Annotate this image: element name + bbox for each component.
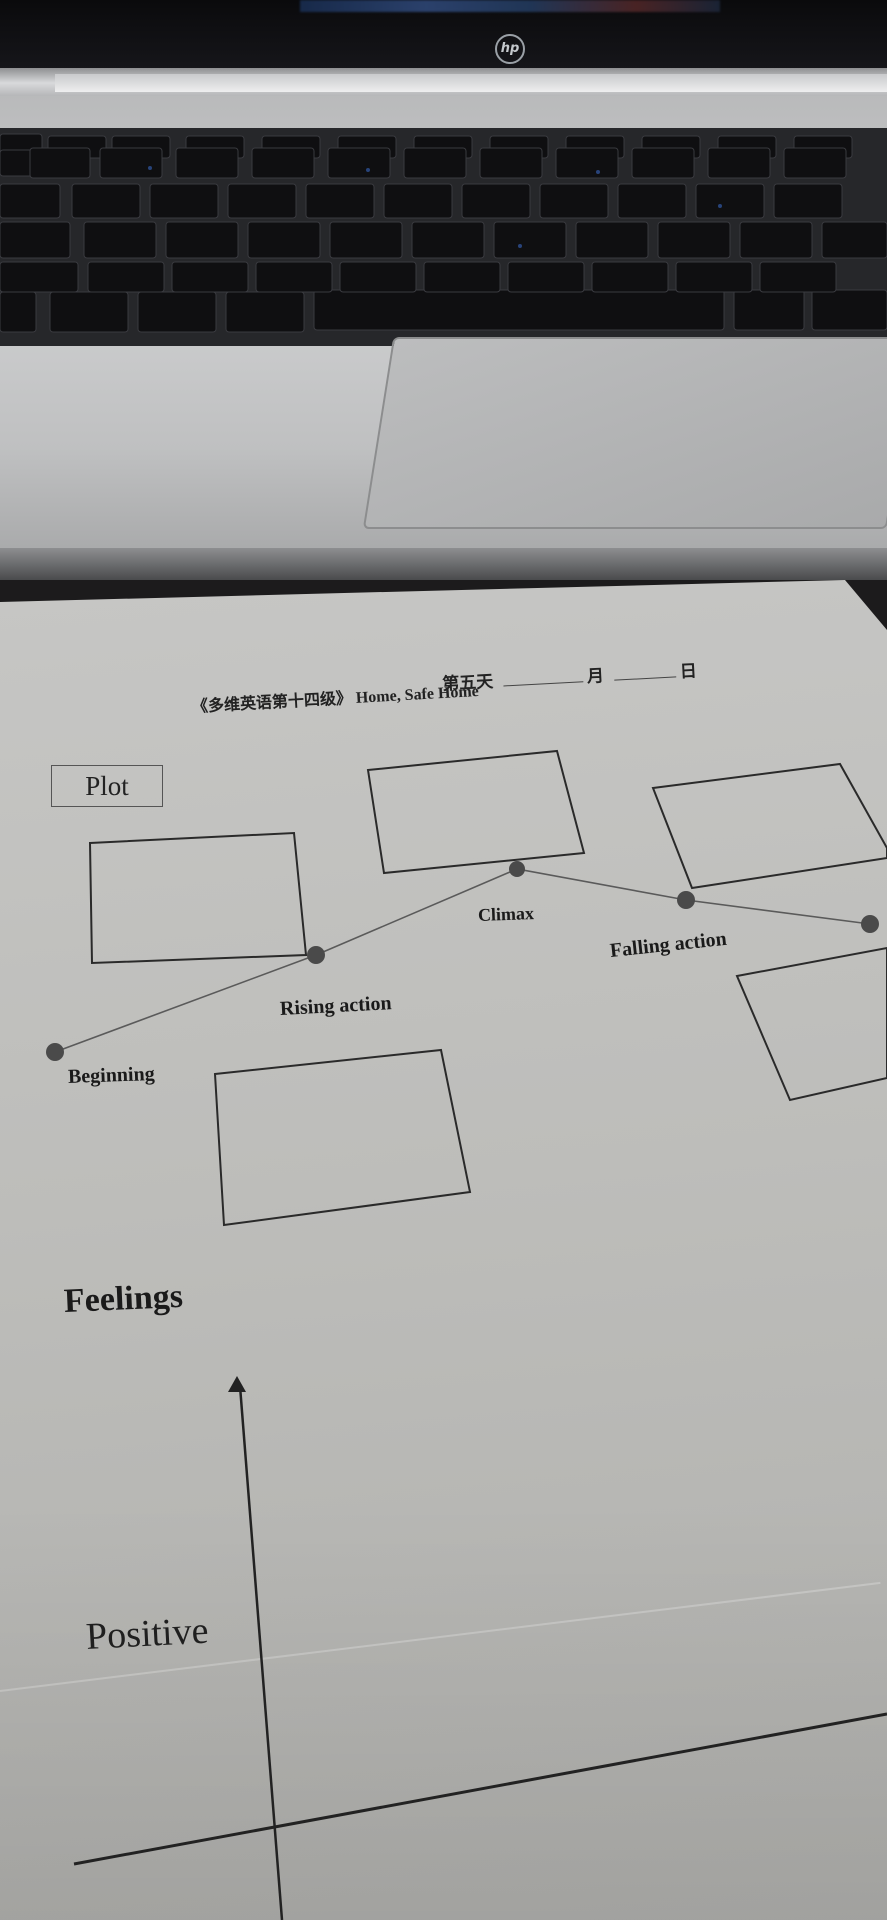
keyboard-key	[383, 183, 453, 219]
falling-action-box	[651, 762, 887, 890]
keyboard-key	[821, 221, 887, 259]
keyboard-key	[71, 183, 141, 219]
worksheet-paper	[0, 580, 887, 1920]
plot-heading: Plot	[51, 765, 163, 807]
keyboard-key	[83, 221, 157, 259]
keyboard-key	[255, 261, 333, 293]
backlight-glint	[718, 204, 722, 208]
laptop-front-edge	[0, 548, 887, 580]
climax-box	[366, 749, 586, 875]
keyboard-key	[247, 221, 321, 259]
keyboard-key	[0, 261, 79, 293]
keyboard-key	[493, 221, 567, 259]
keyboard-key	[175, 147, 239, 179]
keyboard-key	[479, 147, 543, 179]
feelings-y-axis	[238, 1385, 284, 1920]
plot-point-climax	[509, 861, 525, 877]
keyboard-key	[631, 147, 695, 179]
keyboard-key	[329, 221, 403, 259]
keyboard-key	[165, 221, 239, 259]
stage-label-climax: Climax	[477, 903, 535, 925]
keyboard-key	[411, 221, 485, 259]
screen-taskbar-glow	[300, 0, 720, 12]
keyboard-key	[461, 183, 531, 219]
backlight-glint	[366, 168, 370, 172]
feelings-heading: Feelings	[63, 1277, 184, 1320]
rising-action-box	[88, 831, 308, 965]
keyboard-key	[149, 183, 219, 219]
backlight-glint	[596, 170, 600, 174]
keyboard-key	[783, 147, 847, 179]
backlight-glint	[518, 244, 522, 248]
keyboard-key	[675, 261, 753, 293]
keyboard-key	[327, 147, 391, 179]
y-axis-arrow-icon	[228, 1376, 246, 1392]
backlight-glint	[148, 166, 152, 170]
plot-point-rising-action	[307, 946, 325, 964]
plot-point-falling-action	[677, 891, 695, 909]
keyboard-key	[251, 147, 315, 179]
keyboard-key	[227, 183, 297, 219]
keyboard-key	[539, 183, 609, 219]
keyboard-key	[575, 221, 649, 259]
keyboard-key	[423, 261, 501, 293]
keyboard-key	[695, 183, 765, 219]
keyboard-key	[171, 261, 249, 293]
keyboard-key	[0, 221, 71, 259]
keyboard-key	[87, 261, 165, 293]
keyboard-key	[339, 261, 417, 293]
stage-label-beginning: Beginning	[67, 1062, 156, 1088]
feelings-x-axis	[73, 1712, 887, 1866]
keyboard-key	[99, 147, 163, 179]
keyboard-key	[305, 183, 375, 219]
resolution-box	[735, 946, 887, 1102]
laptop-hinge-cover	[55, 74, 887, 92]
keyboard-key	[739, 221, 813, 259]
keyboard-key	[811, 289, 887, 331]
keyboard-key	[707, 147, 771, 179]
plot-point-beginning	[46, 1043, 64, 1061]
keyboard-key	[403, 147, 467, 179]
keyboard-key	[507, 261, 585, 293]
keyboard-key	[617, 183, 687, 219]
keyboard-key	[657, 221, 731, 259]
keyboard-key	[759, 261, 837, 293]
keyboard-key	[555, 147, 619, 179]
keyboard-key	[29, 147, 91, 179]
keyboard-key	[773, 183, 843, 219]
feelings-axis-label-positive: Positive	[84, 1609, 210, 1658]
keyboard-key	[0, 183, 61, 219]
keyboard-keys	[0, 133, 887, 333]
hp-logo-icon: hp	[495, 34, 525, 64]
plot-point-end	[861, 915, 879, 933]
keyboard-key	[591, 261, 669, 293]
beginning-box	[213, 1048, 472, 1227]
